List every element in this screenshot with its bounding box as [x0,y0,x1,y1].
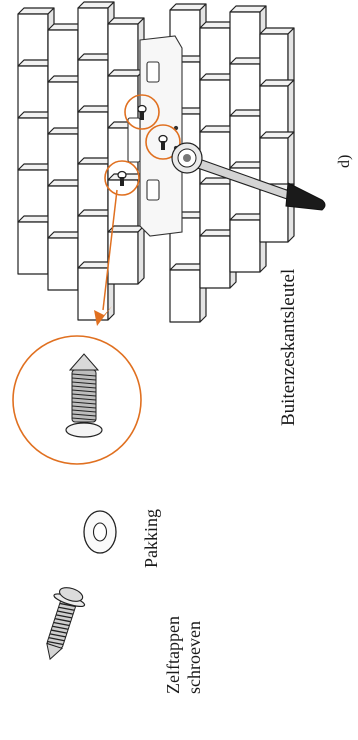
step-label: d) [336,154,353,168]
brick [47,237,79,291]
screw-icon [46,587,86,661]
leader-arrow [94,189,118,326]
washer-label: Pakking [141,508,161,568]
brick [77,111,109,165]
brick [17,169,49,223]
brick [17,13,49,67]
bracket-screws [104,94,181,196]
brick [47,29,79,83]
brick [287,79,295,139]
screws-label-line2: schroeven [184,621,204,694]
brick [229,11,261,65]
brick [199,235,231,289]
screws-label-line1: Zelftappen [163,616,183,694]
brick [17,221,49,275]
brick [199,79,231,133]
brick [47,185,79,239]
brick [287,27,295,87]
brick [77,215,109,269]
screw-icon [104,160,140,196]
brick [229,115,261,169]
brick [107,23,139,77]
magnifier-circle-icon [12,335,142,465]
brick [169,269,201,323]
brick [199,183,231,237]
wall-icon [17,1,295,323]
washer-icon [83,510,117,554]
brick [199,27,231,81]
brick [287,131,295,191]
brick [259,33,289,87]
brick [107,231,139,285]
brick [47,81,79,135]
brick [77,7,109,61]
brick [77,267,109,321]
brick [229,219,261,273]
brick [17,65,49,119]
screw-icon [124,94,160,130]
screw-icon [65,353,103,438]
screw-icon [145,124,181,160]
brick [47,133,79,187]
wrench-icon [171,142,326,211]
brick [259,85,289,139]
wrench-label: Buitenzeskantsleutel [278,268,299,426]
brick [77,59,109,113]
brick [229,63,261,117]
brick [17,117,49,171]
brick [77,163,109,217]
brick [137,225,145,285]
